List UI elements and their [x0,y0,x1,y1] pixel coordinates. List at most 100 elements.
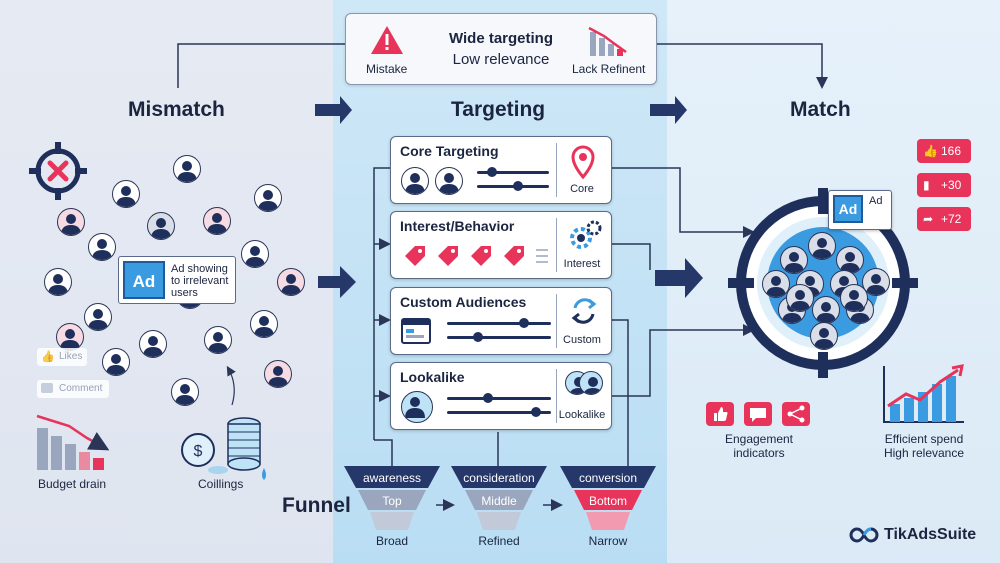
budget-drain-label: Budget drain [38,477,107,491]
engagement-line-2: indicators [733,446,785,460]
comment-placeholder: Comment [37,380,109,398]
engagement-badge: ▮ +30 [917,173,971,197]
matched-user-avatar [762,270,790,298]
funnel-desc-label: Broad [375,534,409,548]
funnel-stage-label: consideration [463,471,535,485]
brand-logo-icon [849,527,879,543]
efficient-line-1: Efficient spend [884,432,964,446]
targeting-slider[interactable] [447,318,551,328]
card-label: Custom [563,334,601,346]
card-label: Lookalike [558,409,606,421]
thumbs-up-icon: 👍 [41,351,55,363]
user-avatar [204,326,232,354]
thumbs-up-icon: 👍 [923,144,938,158]
efficient-spend-label: Efficient spend High relevance [874,432,974,460]
funnel-shape [560,466,656,530]
targeting-slider[interactable] [477,181,549,191]
share-icon: ➦ [923,212,934,226]
funnel-shape [451,466,547,530]
ad-text-line-1: Ad showing [171,263,228,275]
match-heading: Match [790,98,851,121]
user-avatar [254,184,282,212]
card-label: Core [570,183,594,195]
likes-placeholder: 👍 Likes [37,348,87,366]
gears-icon [570,220,602,249]
matched-user-avatar [780,246,808,274]
ad-icon: Ad [123,261,165,299]
card-divider [556,369,557,423]
user-avatar [173,155,201,183]
missed-target-icon [29,142,87,200]
ad-text-line-2: to irrelevant [171,275,229,287]
ad-text-line-3: users [171,287,198,299]
user-avatar [264,360,292,388]
mistake-label: Mistake [366,62,408,76]
user-avatar [147,212,175,240]
card-label: Interest [563,258,601,270]
badge-count: +30 [941,178,962,192]
user-avatar [56,323,84,351]
user-avatar [401,167,429,195]
targeting-slider[interactable] [447,393,551,403]
card-title: Core Targeting [400,143,499,159]
targeting-slider[interactable] [447,332,551,342]
svg-text:$: $ [194,443,203,460]
user-avatar [435,167,463,195]
badge-count: +72 [941,212,962,226]
funnel-stage-label: awareness [362,471,422,485]
user-avatar [241,240,269,268]
engagement-icons [706,402,810,426]
funnel-level-label: Top [382,494,402,508]
user-avatar [401,391,433,423]
browser-window-icon [401,318,431,344]
user-avatar [139,330,167,358]
efficient-line-2: High relevance [883,446,965,460]
tag-icon [405,246,425,266]
funnel-level-label: Middle [481,494,517,508]
engagement-label: Engagement indicators [706,432,812,460]
location-pin-icon [571,145,595,179]
declining-chart-icon [588,26,627,56]
targeting-heading: Targeting [451,98,546,121]
budget-drain-chart-icon [36,414,110,470]
irrelevant-ad-card: Ad Ad showing to irrelevant users [118,256,236,304]
filter-sliders-icon [536,249,548,263]
comment-icon [41,383,53,393]
tag-icon [471,246,491,266]
likes-label: Likes [59,351,83,362]
user-avatar [277,268,305,296]
comment-label: Comment [59,383,103,394]
matched-user-avatar [840,284,868,312]
targeting-slider[interactable] [447,407,551,417]
funnel-desc-label: Refined [478,534,520,548]
user-avatar [102,348,130,376]
user-avatar [250,310,278,338]
card-divider [556,143,557,197]
comment-icon: ▮ [923,178,930,192]
matched-user-avatar [810,322,838,350]
brand-name: TikAdsSuite [884,526,977,543]
growth-chart-icon [883,364,964,423]
lack-refinement-label: Lack Refinent [572,62,646,76]
matched-user-avatar [812,296,840,324]
coins-label: Coillings [198,477,244,491]
targeting-slider[interactable] [477,167,549,177]
tag-icon [504,246,524,266]
wide-targeting-callout: Mistake Wide targeting Low relevance Lac… [345,13,657,85]
refresh-icon [571,298,597,324]
card-divider [556,294,557,348]
card-divider [556,218,557,272]
user-avatar [203,207,231,235]
user-avatar [88,233,116,261]
badge-count: 166 [941,144,962,158]
funnel-shape [344,466,440,530]
engagement-badge: ➦ +72 [917,207,971,231]
callout-subtitle: Low relevance [452,51,550,68]
